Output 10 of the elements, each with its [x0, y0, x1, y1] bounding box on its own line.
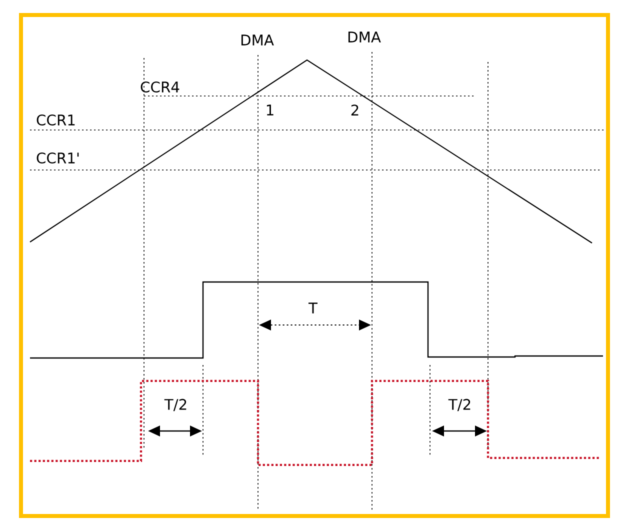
signal-label: DMA: [241, 34, 274, 46]
dimension-label: T/2: [448, 398, 470, 412]
point-number: 1: [266, 104, 274, 116]
dimension-label: T/2: [164, 398, 186, 412]
dimension-label: T: [308, 302, 318, 314]
signal-label: DMA: [348, 32, 381, 42]
level-label: CCR4: [140, 81, 180, 93]
level-label: CCR1: [36, 114, 75, 126]
point-number: 2: [351, 104, 358, 116]
level-label: CCR1': [36, 152, 79, 164]
